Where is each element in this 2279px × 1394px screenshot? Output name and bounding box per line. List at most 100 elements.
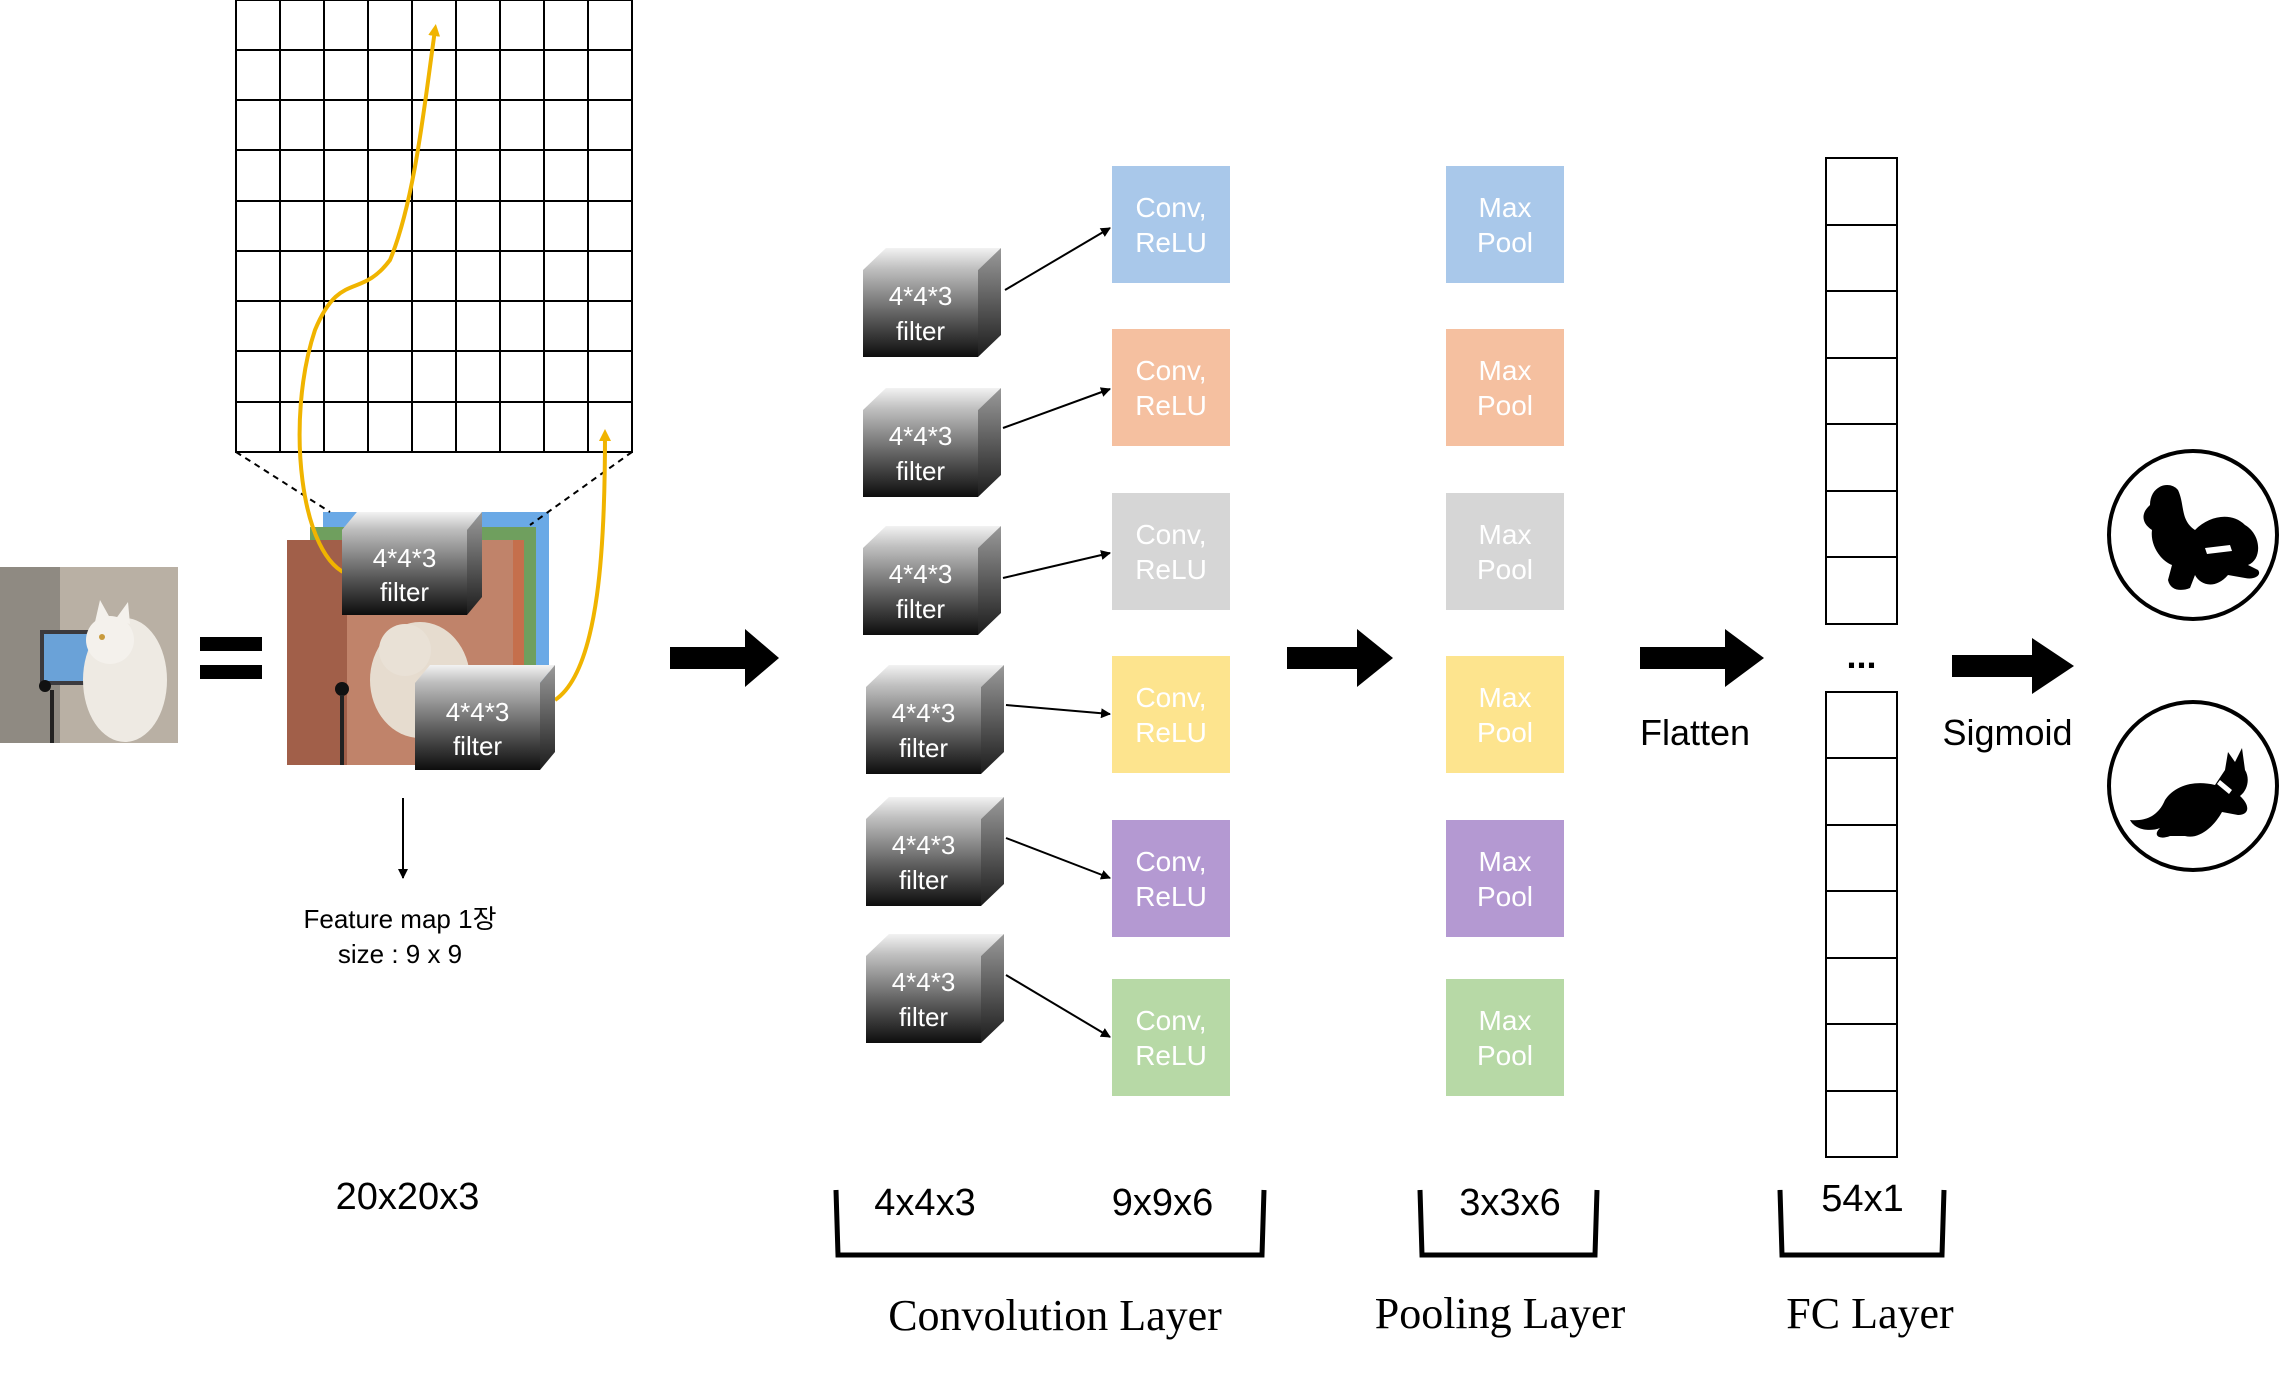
input-cat-photo — [0, 567, 178, 743]
filter-to-conv-arrows — [1002, 227, 1111, 1038]
filter-line1: 4*4*3 — [891, 830, 956, 860]
filter-label-1: 4*4*3 filter — [863, 278, 978, 350]
conv-line2: ReLU — [1135, 389, 1207, 421]
input-filter-cube-2 — [415, 665, 555, 770]
filter-label-6: 4*4*3 filter — [866, 964, 981, 1036]
pool-label-5: Max Pool — [1446, 820, 1564, 937]
input-filter-label-1: 4*4*3 filter — [342, 540, 467, 610]
filter-cube-4 — [866, 665, 1004, 774]
filter-line2: filter — [895, 594, 946, 624]
filter-slide-path — [297, 24, 611, 702]
pool-box-1 — [1446, 166, 1564, 283]
filter-cube-3 — [863, 526, 1001, 635]
conv-box-3 — [1112, 493, 1230, 610]
filter-label-line1: 4*4*3 — [372, 543, 437, 573]
pool-line1: Max — [1478, 845, 1532, 877]
conv-box-4 — [1112, 656, 1230, 773]
pool-box-3 — [1446, 493, 1564, 610]
fc-layer-bracket — [1777, 1189, 1947, 1258]
pool-layer-bracket — [1417, 1189, 1600, 1258]
conv-box-5 — [1112, 820, 1230, 937]
filter-cube-1 — [863, 248, 1001, 357]
filter-cube-2 — [863, 388, 1001, 497]
conv-line1: Conv, — [1135, 518, 1207, 550]
filter-label-line2: filter — [452, 731, 503, 761]
filter-line2: filter — [895, 456, 946, 486]
conv-box-2 — [1112, 329, 1230, 446]
conv-label-1: Conv, ReLU — [1112, 166, 1230, 283]
pool-output-dim: 3x3x6 — [1459, 1182, 1561, 1224]
pool-label-2: Max Pool — [1446, 329, 1564, 446]
feature-map-line1: Feature map 1장 — [303, 904, 497, 934]
filter-label-3: 4*4*3 filter — [863, 556, 978, 628]
filter-line1: 4*4*3 — [888, 281, 953, 311]
fc-layer-title: FC Layer — [1786, 1289, 1954, 1338]
big-arrow-1 — [670, 629, 779, 687]
conv-label-5: Conv, ReLU — [1112, 820, 1230, 937]
cat-icon — [2107, 700, 2279, 872]
pool-line1: Max — [1478, 191, 1532, 223]
conv-output-dim: 9x9x6 — [1111, 1182, 1214, 1224]
pool-layer-title: Pooling Layer — [1374, 1289, 1626, 1338]
pool-label-4: Max Pool — [1446, 656, 1564, 773]
pool-line1: Max — [1478, 354, 1532, 386]
pool-line2: Pool — [1476, 1039, 1534, 1071]
sigmoid-label: Sigmoid — [1942, 712, 2073, 753]
filter-label-4: 4*4*3 filter — [866, 695, 981, 767]
fc-ellipsis: ... — [1846, 635, 1877, 676]
fc-column-top — [1825, 157, 1898, 625]
pool-box-5 — [1446, 820, 1564, 937]
conv-layer-title: Convolution Layer — [888, 1291, 1222, 1340]
big-arrow-2 — [1287, 629, 1393, 687]
conv-line2: ReLU — [1135, 226, 1207, 258]
filter-cube-5 — [866, 797, 1004, 906]
filter-label-2: 4*4*3 filter — [863, 418, 978, 490]
pool-box-4 — [1446, 656, 1564, 773]
feature-map-line2: size : 9 x 9 — [337, 939, 463, 969]
big-arrow-3 — [1640, 629, 1764, 687]
conv-label-6: Conv, ReLU — [1112, 979, 1230, 1096]
conv-label-4: Conv, ReLU — [1112, 656, 1230, 773]
pool-line2: Pool — [1476, 226, 1534, 258]
filter-label-5: 4*4*3 filter — [866, 827, 981, 899]
projection-lines — [235, 451, 633, 526]
pool-line2: Pool — [1476, 389, 1534, 421]
pool-label-6: Max Pool — [1446, 979, 1564, 1096]
conv-line1: Conv, — [1135, 354, 1207, 386]
conv-box-6 — [1112, 979, 1230, 1096]
pool-label-3: Max Pool — [1446, 493, 1564, 610]
input-filter-cube-1 — [342, 512, 482, 615]
pool-line2: Pool — [1476, 880, 1534, 912]
pool-line1: Max — [1478, 1004, 1532, 1036]
conv-layer-bracket — [833, 1189, 1267, 1258]
pool-box-6 — [1446, 979, 1564, 1096]
feature-map-caption: Feature map 1장 size : 9 x 9 — [250, 902, 550, 972]
conv-filter-dim: 4x4x3 — [874, 1182, 976, 1224]
fc-output-dim: 54x1 — [1821, 1178, 1904, 1220]
input-size-label: 20x20x3 — [335, 1176, 480, 1218]
filter-line1: 4*4*3 — [888, 559, 953, 589]
pool-box-2 — [1446, 329, 1564, 446]
filter-line2: filter — [898, 1002, 949, 1032]
filter-line2: filter — [898, 733, 949, 763]
dog-icon — [2107, 449, 2279, 621]
filter-line2: filter — [898, 865, 949, 895]
conv-label-2: Conv, ReLU — [1112, 329, 1230, 446]
big-arrow-4 — [1952, 638, 2074, 694]
conv-line2: ReLU — [1135, 716, 1207, 748]
pool-line1: Max — [1478, 681, 1532, 713]
feature-map-grid — [235, 0, 633, 453]
filter-cube-6 — [866, 934, 1004, 1043]
conv-line2: ReLU — [1135, 553, 1207, 585]
equals-sign — [200, 637, 262, 679]
conv-line1: Conv, — [1135, 681, 1207, 713]
filter-label-line1: 4*4*3 — [445, 697, 510, 727]
conv-line1: Conv, — [1135, 191, 1207, 223]
conv-line1: Conv, — [1135, 845, 1207, 877]
filter-line2: filter — [895, 316, 946, 346]
conv-line1: Conv, — [1135, 1004, 1207, 1036]
pool-label-1: Max Pool — [1446, 166, 1564, 283]
filter-label-line2: filter — [379, 577, 430, 607]
filter-line1: 4*4*3 — [891, 698, 956, 728]
